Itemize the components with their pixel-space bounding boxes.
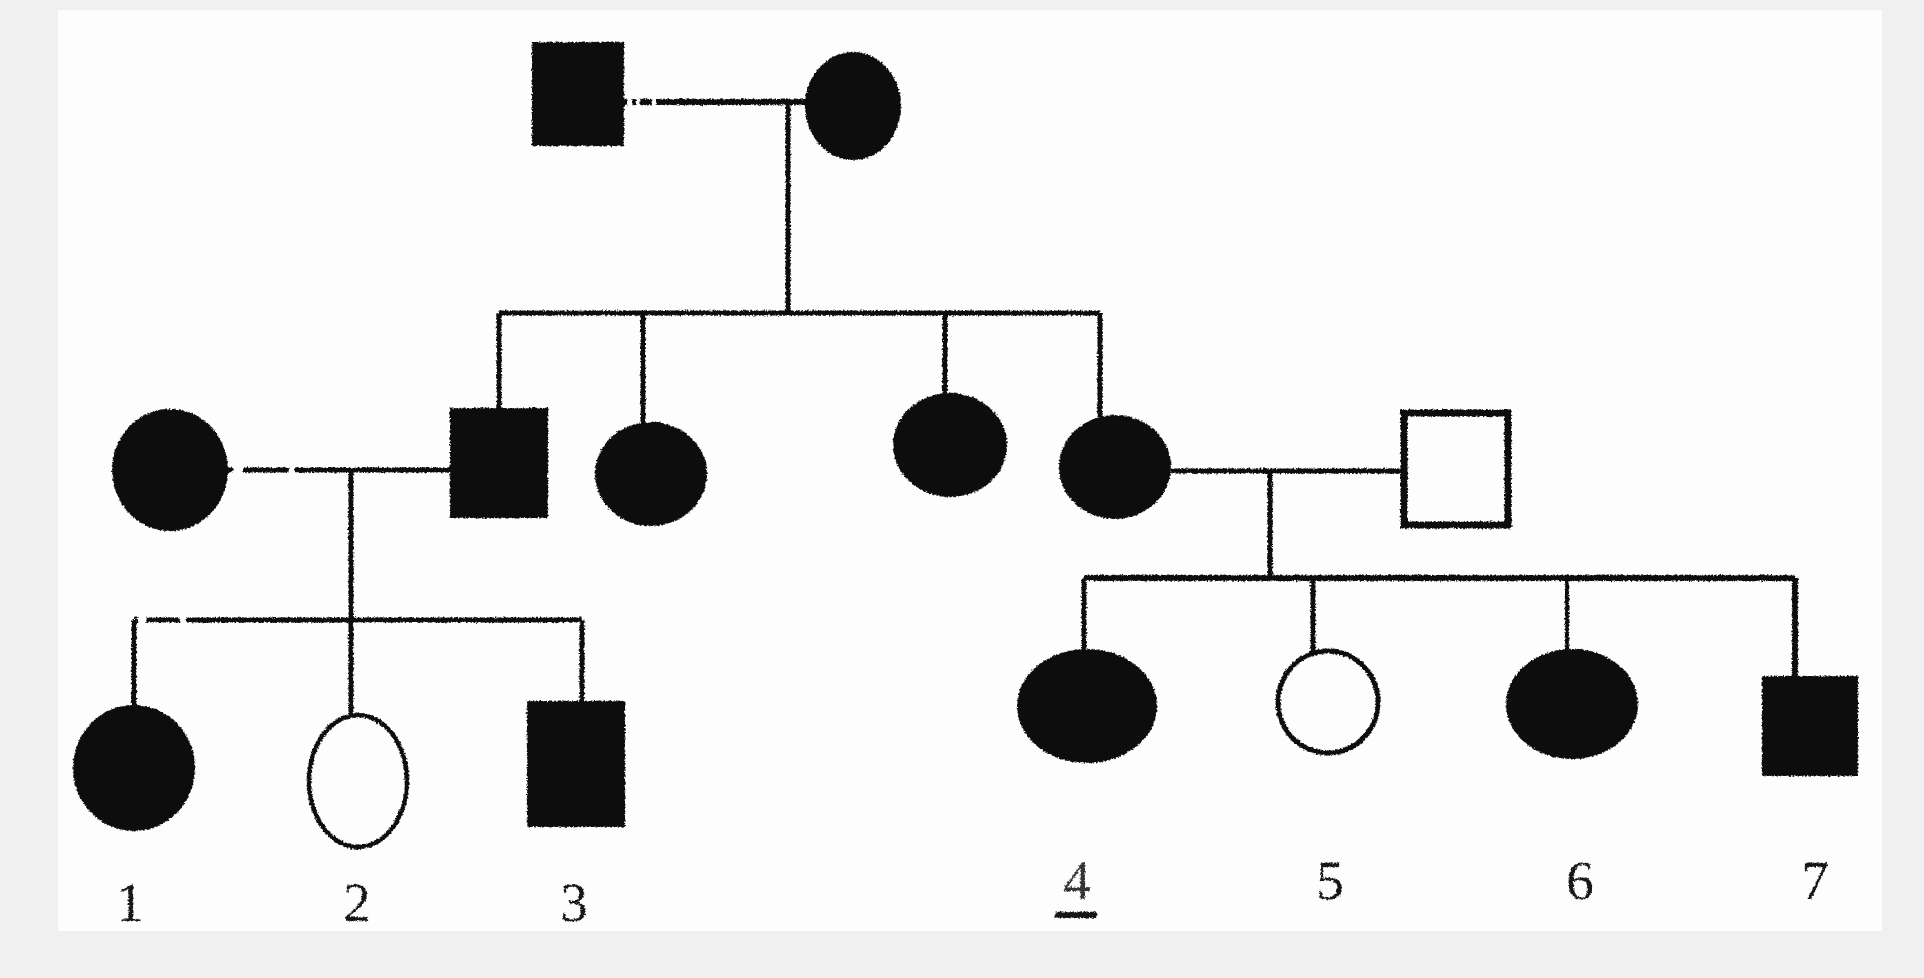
individual-II-3-affected-female-circle (893, 393, 1007, 497)
individual-I-1-affected-male-square (532, 42, 624, 146)
label-child-6: 6 (1566, 850, 1594, 911)
individual-I-2-affected-female-circle (805, 52, 901, 160)
generation-III-right (1017, 575, 1858, 776)
individual-III-7-affected-male-square (1762, 676, 1858, 776)
label-child-5: 5 (1316, 850, 1344, 911)
individual-III-2-unaffected-female-circle (306, 712, 410, 850)
label-child-3: 3 (560, 872, 588, 933)
label-child-2: 2 (343, 872, 371, 933)
individual-III-5-unaffected-female-circle (1275, 648, 1381, 756)
label-child-7: 7 (1801, 850, 1829, 911)
child-labels: 1 2 3 4 5 6 7 (116, 850, 1829, 933)
label-child-1: 1 (116, 872, 144, 933)
individual-II-2-affected-female-circle (595, 422, 707, 526)
individual-II-b-unaffected-male-square (1400, 409, 1512, 529)
individual-II-4-affected-female-circle (1059, 415, 1171, 519)
individual-III-1-affected-female-circle (73, 705, 195, 831)
generation-I (532, 42, 901, 313)
label-child-4: 4 (1063, 850, 1091, 911)
individual-II-1-affected-male-square (450, 408, 548, 518)
individual-II-a-affected-female-circle (112, 409, 228, 531)
generation-II (112, 310, 1512, 718)
generation-III-left (73, 617, 625, 850)
individual-III-3-affected-male-square (527, 701, 625, 827)
individual-III-4-affected-female-circle (1017, 649, 1157, 763)
individual-III-6-affected-female-circle (1506, 649, 1638, 759)
